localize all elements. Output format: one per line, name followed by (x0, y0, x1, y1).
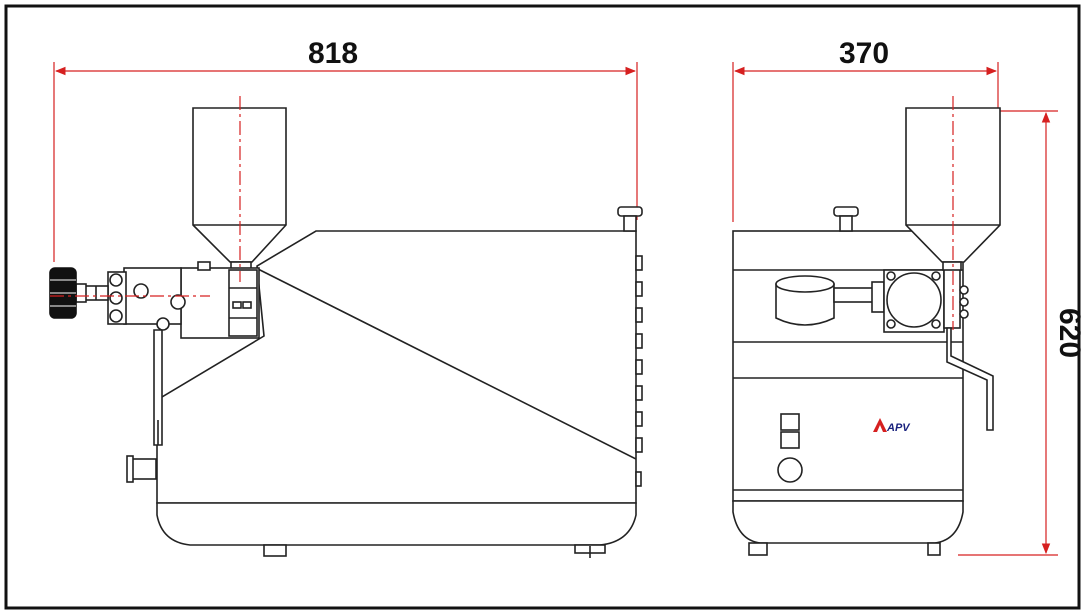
front-motor (775, 275, 875, 326)
apv-logo: APV (873, 418, 911, 434)
side-view (49, 96, 643, 558)
side-top-knob (617, 206, 643, 232)
front-base (732, 500, 964, 544)
front-foot-left (748, 542, 768, 556)
front-gauge-dial (777, 457, 803, 483)
front-switch-panel (780, 413, 800, 449)
dimension-width-side: 818 (53, 37, 638, 262)
drawing-frame (4, 4, 1081, 610)
side-base (156, 502, 637, 546)
side-control-ribs (635, 255, 643, 487)
dimension-height: 620 (958, 110, 1085, 556)
dimension-label-620: 620 (1053, 308, 1085, 358)
front-view: APV (732, 96, 1001, 556)
front-lever (946, 327, 994, 431)
front-valve-block (871, 265, 969, 333)
side-outlet (126, 455, 157, 483)
dimension-label-818: 818 (308, 37, 358, 70)
side-cabinet (156, 230, 637, 504)
side-valve-block (75, 261, 260, 339)
side-foot-left (263, 544, 287, 557)
front-foot-right (927, 542, 941, 556)
logo-text: APV (886, 422, 911, 434)
dimension-label-370: 370 (839, 37, 889, 70)
dimension-width-front: 370 (732, 37, 999, 222)
front-top-knob (833, 206, 859, 232)
side-handwheel (49, 267, 77, 319)
side-support-leg (153, 329, 163, 446)
